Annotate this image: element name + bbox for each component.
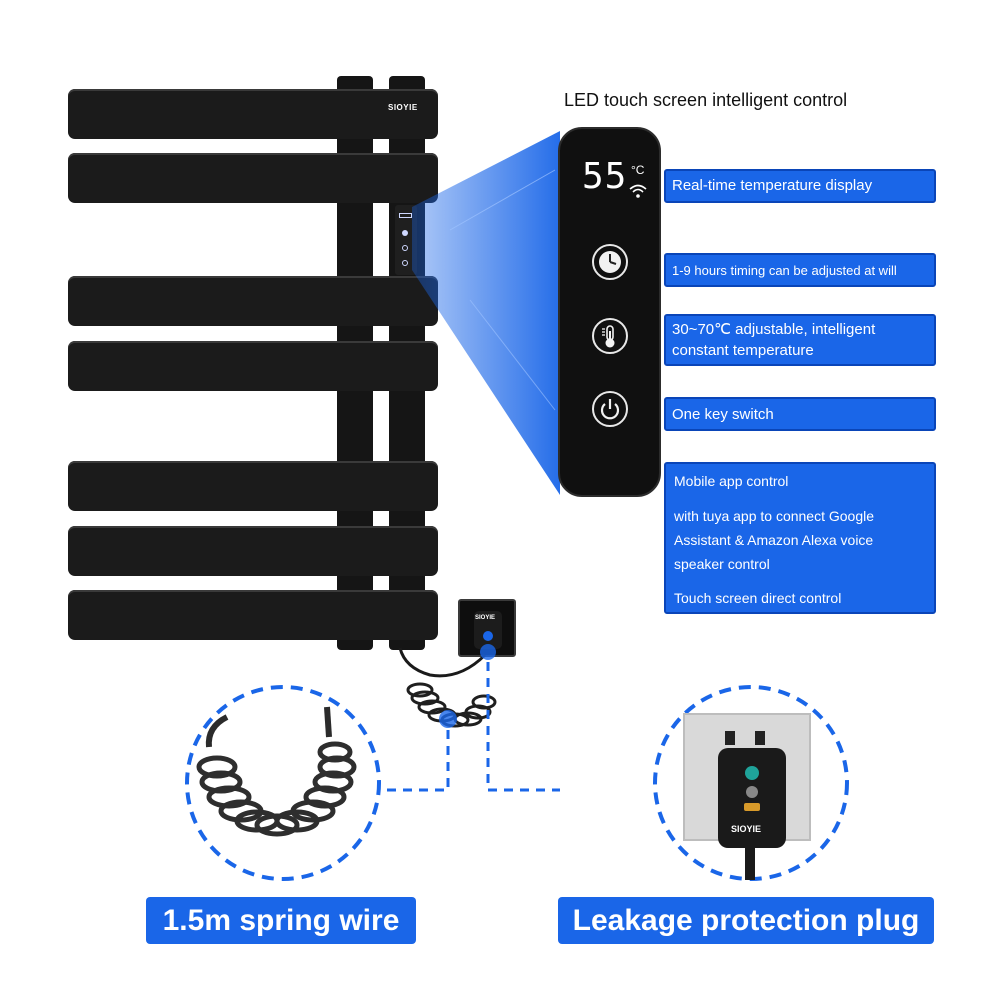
leakage-plug-label: Leakage protection plug	[558, 897, 934, 944]
rail-control-panel	[395, 205, 417, 275]
wall-socket: SIOYIE	[458, 599, 516, 657]
rail-bar	[68, 526, 438, 576]
leakage-plug-body: SIOYIE	[718, 748, 786, 848]
rail-bar	[68, 590, 438, 640]
plug-brand: SIOYIE	[731, 824, 762, 834]
feature-app-control: Mobile app control with tuya app to conn…	[664, 462, 936, 614]
plug-prong	[725, 731, 735, 745]
spring-wire-image	[196, 706, 357, 837]
rail-display-icon	[399, 213, 412, 218]
feature-label: Real-time temperature display	[672, 177, 873, 194]
feature-temperature-range: 30~70℃ adjustable, intelligent constant …	[664, 314, 936, 366]
reset-button-icon	[746, 786, 758, 798]
rail-button-icon	[402, 260, 408, 266]
temperature-unit: °C	[631, 163, 645, 177]
app-control-footer: Touch screen direct control	[674, 590, 842, 606]
section-heading: LED touch screen intelligent control	[564, 90, 848, 110]
app-control-line3: speaker control	[674, 556, 770, 572]
feature-label-line1: 30~70℃ adjustable, intelligent	[672, 321, 876, 338]
feature-temperature-display: Real-time temperature display	[664, 169, 936, 203]
app-control-title: Mobile app control	[674, 473, 789, 489]
spring-wire-label: 1.5m spring wire	[146, 897, 416, 944]
rail-button-icon	[402, 245, 408, 251]
rail-button-icon	[402, 230, 408, 236]
indicator-light-icon	[744, 803, 760, 811]
brand-logo: SIOYIE	[388, 103, 418, 112]
rail-bar	[68, 341, 438, 391]
feature-one-key-switch: One key switch	[664, 397, 936, 431]
feature-timing: 1-9 hours timing can be adjusted at will	[664, 253, 936, 287]
rail-bar	[68, 153, 438, 203]
socket-plug-brand: SIOYIE	[475, 615, 496, 621]
rail-bar	[68, 461, 438, 511]
socket-plug: SIOYIE	[474, 611, 502, 649]
app-control-line1: with tuya app to connect Google	[674, 508, 875, 524]
app-control-line2: Assistant & Amazon Alexa voice	[674, 532, 874, 548]
plug-cable	[745, 846, 755, 880]
rail-bar	[68, 89, 438, 139]
clock-icon[interactable]	[592, 244, 628, 280]
feature-label: One key switch	[672, 406, 774, 423]
test-button-icon	[745, 766, 759, 780]
power-icon[interactable]	[592, 391, 628, 427]
plug-indicator-icon	[483, 631, 493, 641]
temperature-display: 55	[582, 156, 628, 197]
thermometer-icon[interactable]	[592, 318, 628, 354]
rail-bar	[68, 276, 438, 326]
plug-prong	[755, 731, 765, 745]
led-touch-panel: 55 °C	[558, 127, 661, 497]
feature-label-line2: constant temperature	[672, 342, 814, 359]
feature-label: 1-9 hours timing can be adjusted at will	[672, 263, 897, 278]
wifi-icon	[629, 184, 647, 198]
